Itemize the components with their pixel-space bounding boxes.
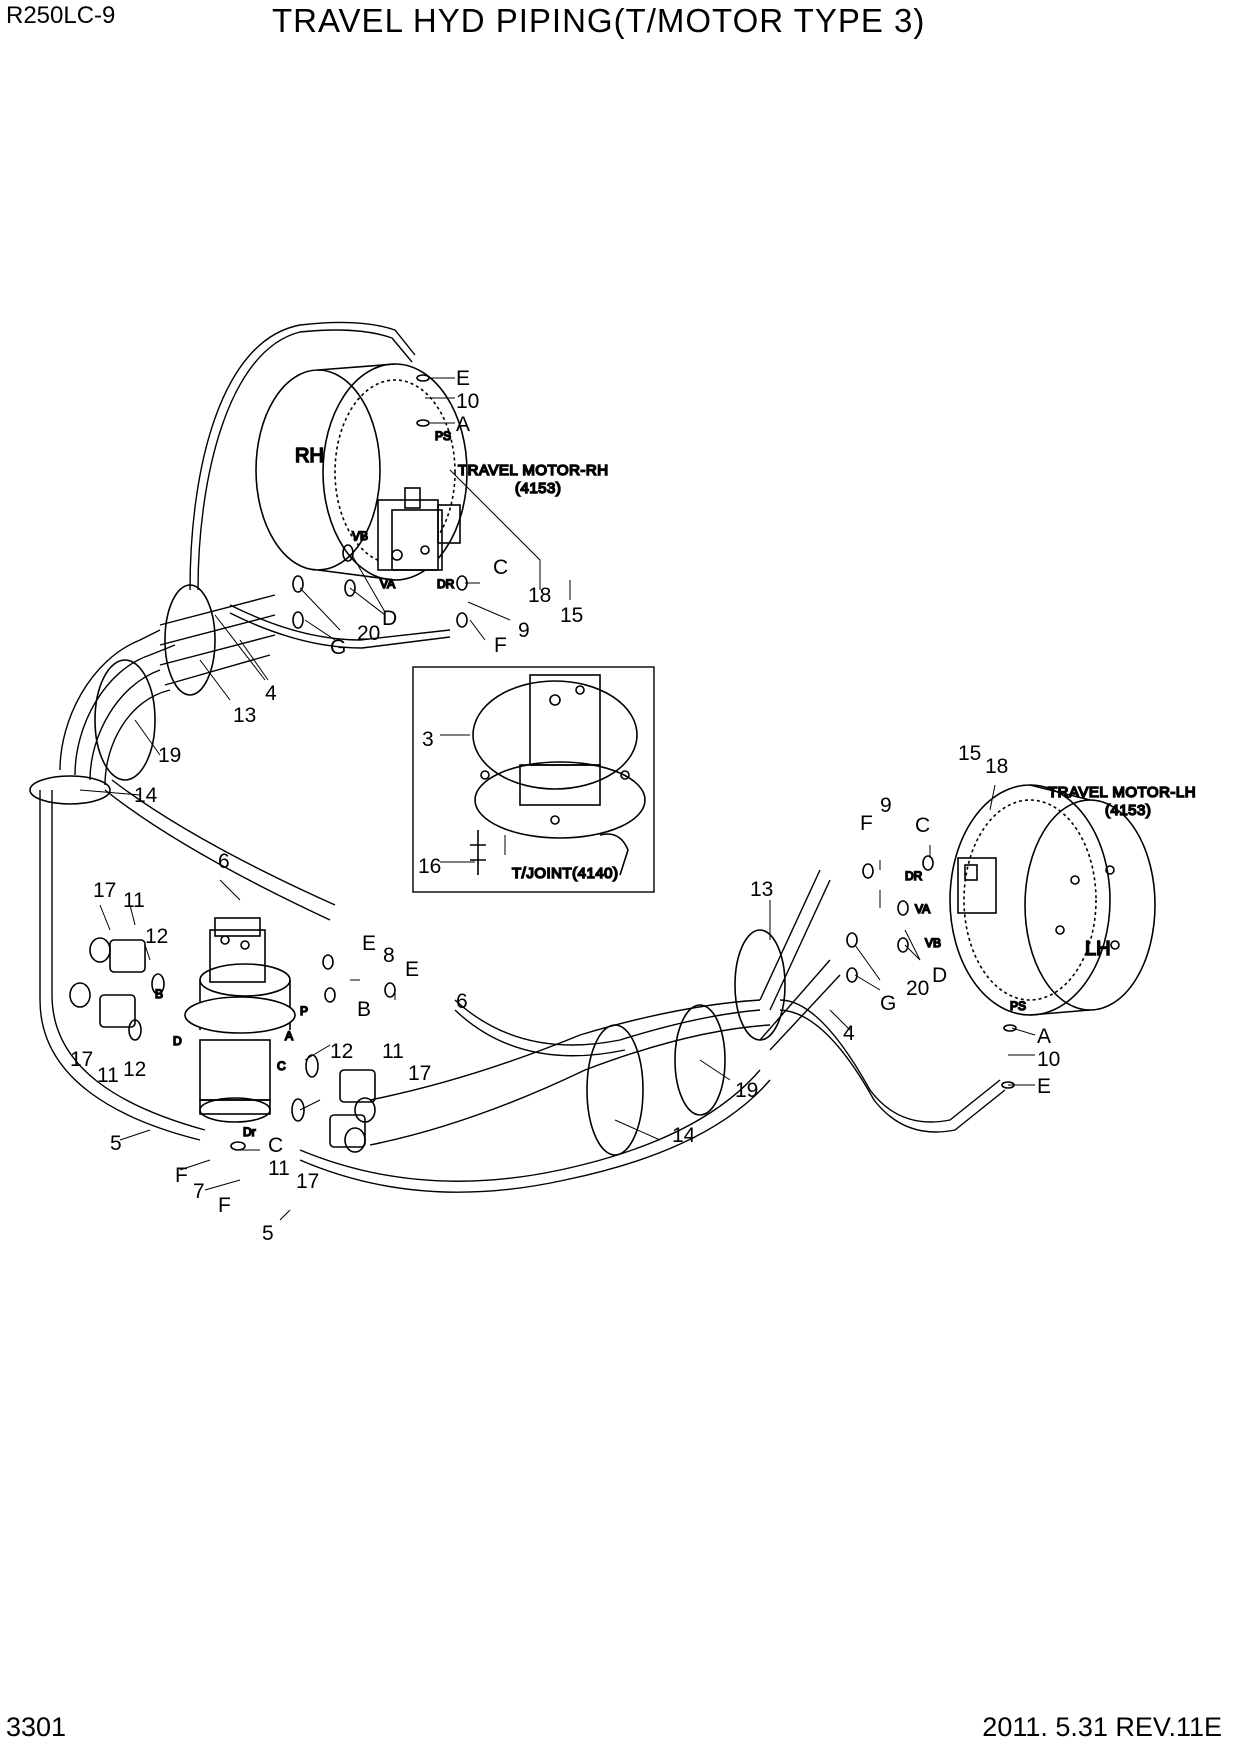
- callout-e-lh: E: [1037, 1075, 1051, 1098]
- port-label-dr: DR: [437, 577, 455, 591]
- callout-e: E: [456, 367, 470, 390]
- callout-e-2: E: [362, 932, 376, 955]
- motor-rh-caption: TRAVEL MOTOR-RH: [458, 462, 609, 479]
- callout-14-lh: 14: [672, 1124, 696, 1147]
- callout-12-3: 12: [330, 1040, 353, 1063]
- callout-12-2: 12: [123, 1058, 146, 1081]
- port-label-d: D: [173, 1034, 182, 1048]
- callout-6: 6: [218, 850, 230, 873]
- callout-17-4: 17: [296, 1170, 319, 1193]
- port-label-dr-joint: Dr: [243, 1125, 256, 1139]
- inset-callout-16: 16: [418, 855, 441, 878]
- callout-4: 4: [265, 682, 277, 705]
- callout-13: 13: [233, 704, 256, 727]
- inset-caption: T/JOINT(4140): [512, 865, 619, 882]
- hydraulic-hoses: [39, 321, 1006, 1193]
- callout-c-lh: C: [915, 814, 930, 837]
- motor-lh-caption: TRAVEL MOTOR-LH: [1048, 784, 1196, 801]
- port-label-b: B: [155, 987, 163, 1001]
- callout-17-3: 17: [408, 1062, 431, 1085]
- callout-19: 19: [158, 744, 181, 767]
- callout-c: C: [493, 556, 508, 579]
- model-number: R250LC-9: [6, 2, 116, 29]
- callout-6-2: 6: [456, 990, 468, 1013]
- callout-9: 9: [518, 619, 530, 642]
- callout-20: 20: [357, 622, 380, 645]
- motor-rh-tag: RH: [295, 445, 324, 467]
- inset-callout-3: 3: [422, 728, 434, 751]
- leader-lines: [79, 377, 1036, 1221]
- callout-c-2: C: [268, 1134, 283, 1157]
- port-label-dr-lh: DR: [905, 869, 923, 883]
- callout-5: 5: [110, 1132, 122, 1155]
- callout-f-lh: F: [860, 812, 873, 835]
- page-number: 3301: [6, 1712, 67, 1742]
- callout-7: 7: [193, 1180, 205, 1203]
- callout-10: 10: [456, 390, 479, 413]
- callout-a-lh: A: [1037, 1025, 1051, 1048]
- port-label-a: A: [285, 1029, 293, 1043]
- callout-11-4: 11: [268, 1157, 290, 1180]
- callout-13-lh: 13: [750, 878, 773, 901]
- port-label-ps-lh: PS: [1010, 999, 1026, 1013]
- callout-d: D: [382, 607, 397, 630]
- callout-17: 17: [93, 879, 116, 902]
- o-rings: [128, 374, 1017, 1151]
- callout-14: 14: [134, 784, 158, 807]
- callout-d-lh: D: [932, 964, 947, 987]
- callout-11-2: 11: [97, 1064, 119, 1087]
- turning-joint: [184, 917, 296, 1123]
- callout-f-2: F: [175, 1164, 188, 1187]
- clamps: [29, 584, 786, 1156]
- callout-f-3: F: [218, 1194, 231, 1217]
- callout-9-lh: 9: [880, 794, 892, 817]
- callout-a: A: [456, 413, 470, 436]
- callout-20-lh: 20: [906, 977, 929, 1000]
- callout-4-lh: 4: [843, 1022, 855, 1045]
- callout-5-2: 5: [262, 1222, 274, 1245]
- diagram-title: TRAVEL HYD PIPING(T/MOTOR TYPE 3): [272, 2, 926, 39]
- motor-rh-code: (4153): [515, 480, 561, 497]
- port-label-va: VA: [380, 577, 395, 591]
- turning-joint-inset: [412, 666, 655, 893]
- callout-19-lh: 19: [735, 1079, 758, 1102]
- port-label-va-lh: VA: [915, 902, 930, 916]
- callout-f: F: [494, 634, 507, 657]
- port-label-c: C: [277, 1059, 286, 1073]
- split-flanges: [69, 937, 376, 1153]
- revision-date: 2011. 5.31 REV.11E: [982, 1712, 1222, 1742]
- port-label-vb: VB: [352, 529, 368, 543]
- callout-18: 18: [528, 584, 551, 607]
- part-callouts: E 10 A C 18 15 D 20 G 9 F 4 13 19 14 3 1…: [70, 367, 1060, 1245]
- travel-motor-lh: [949, 784, 1156, 1016]
- callout-17-2: 17: [70, 1048, 93, 1071]
- callout-e-3: E: [405, 958, 419, 981]
- callout-15-lh: 15: [958, 742, 981, 765]
- callout-8: 8: [383, 944, 395, 967]
- callout-11: 11: [123, 889, 145, 912]
- port-label-vb-lh: VB: [925, 936, 941, 950]
- callout-g-lh: G: [880, 992, 896, 1015]
- motor-lh-code: (4153): [1105, 802, 1151, 819]
- callout-18-lh: 18: [985, 755, 1008, 778]
- callout-15: 15: [560, 604, 583, 627]
- port-label-p: P: [300, 1004, 308, 1018]
- callout-10-lh: 10: [1037, 1048, 1060, 1071]
- motor-lh-tag: LH: [1085, 938, 1111, 960]
- port-label-ps: PS: [435, 429, 451, 443]
- callout-12: 12: [145, 925, 168, 948]
- callout-g: G: [330, 636, 346, 659]
- callout-11-3: 11: [382, 1040, 404, 1063]
- callout-b: B: [357, 998, 371, 1021]
- travel-motor-rh: [255, 363, 468, 581]
